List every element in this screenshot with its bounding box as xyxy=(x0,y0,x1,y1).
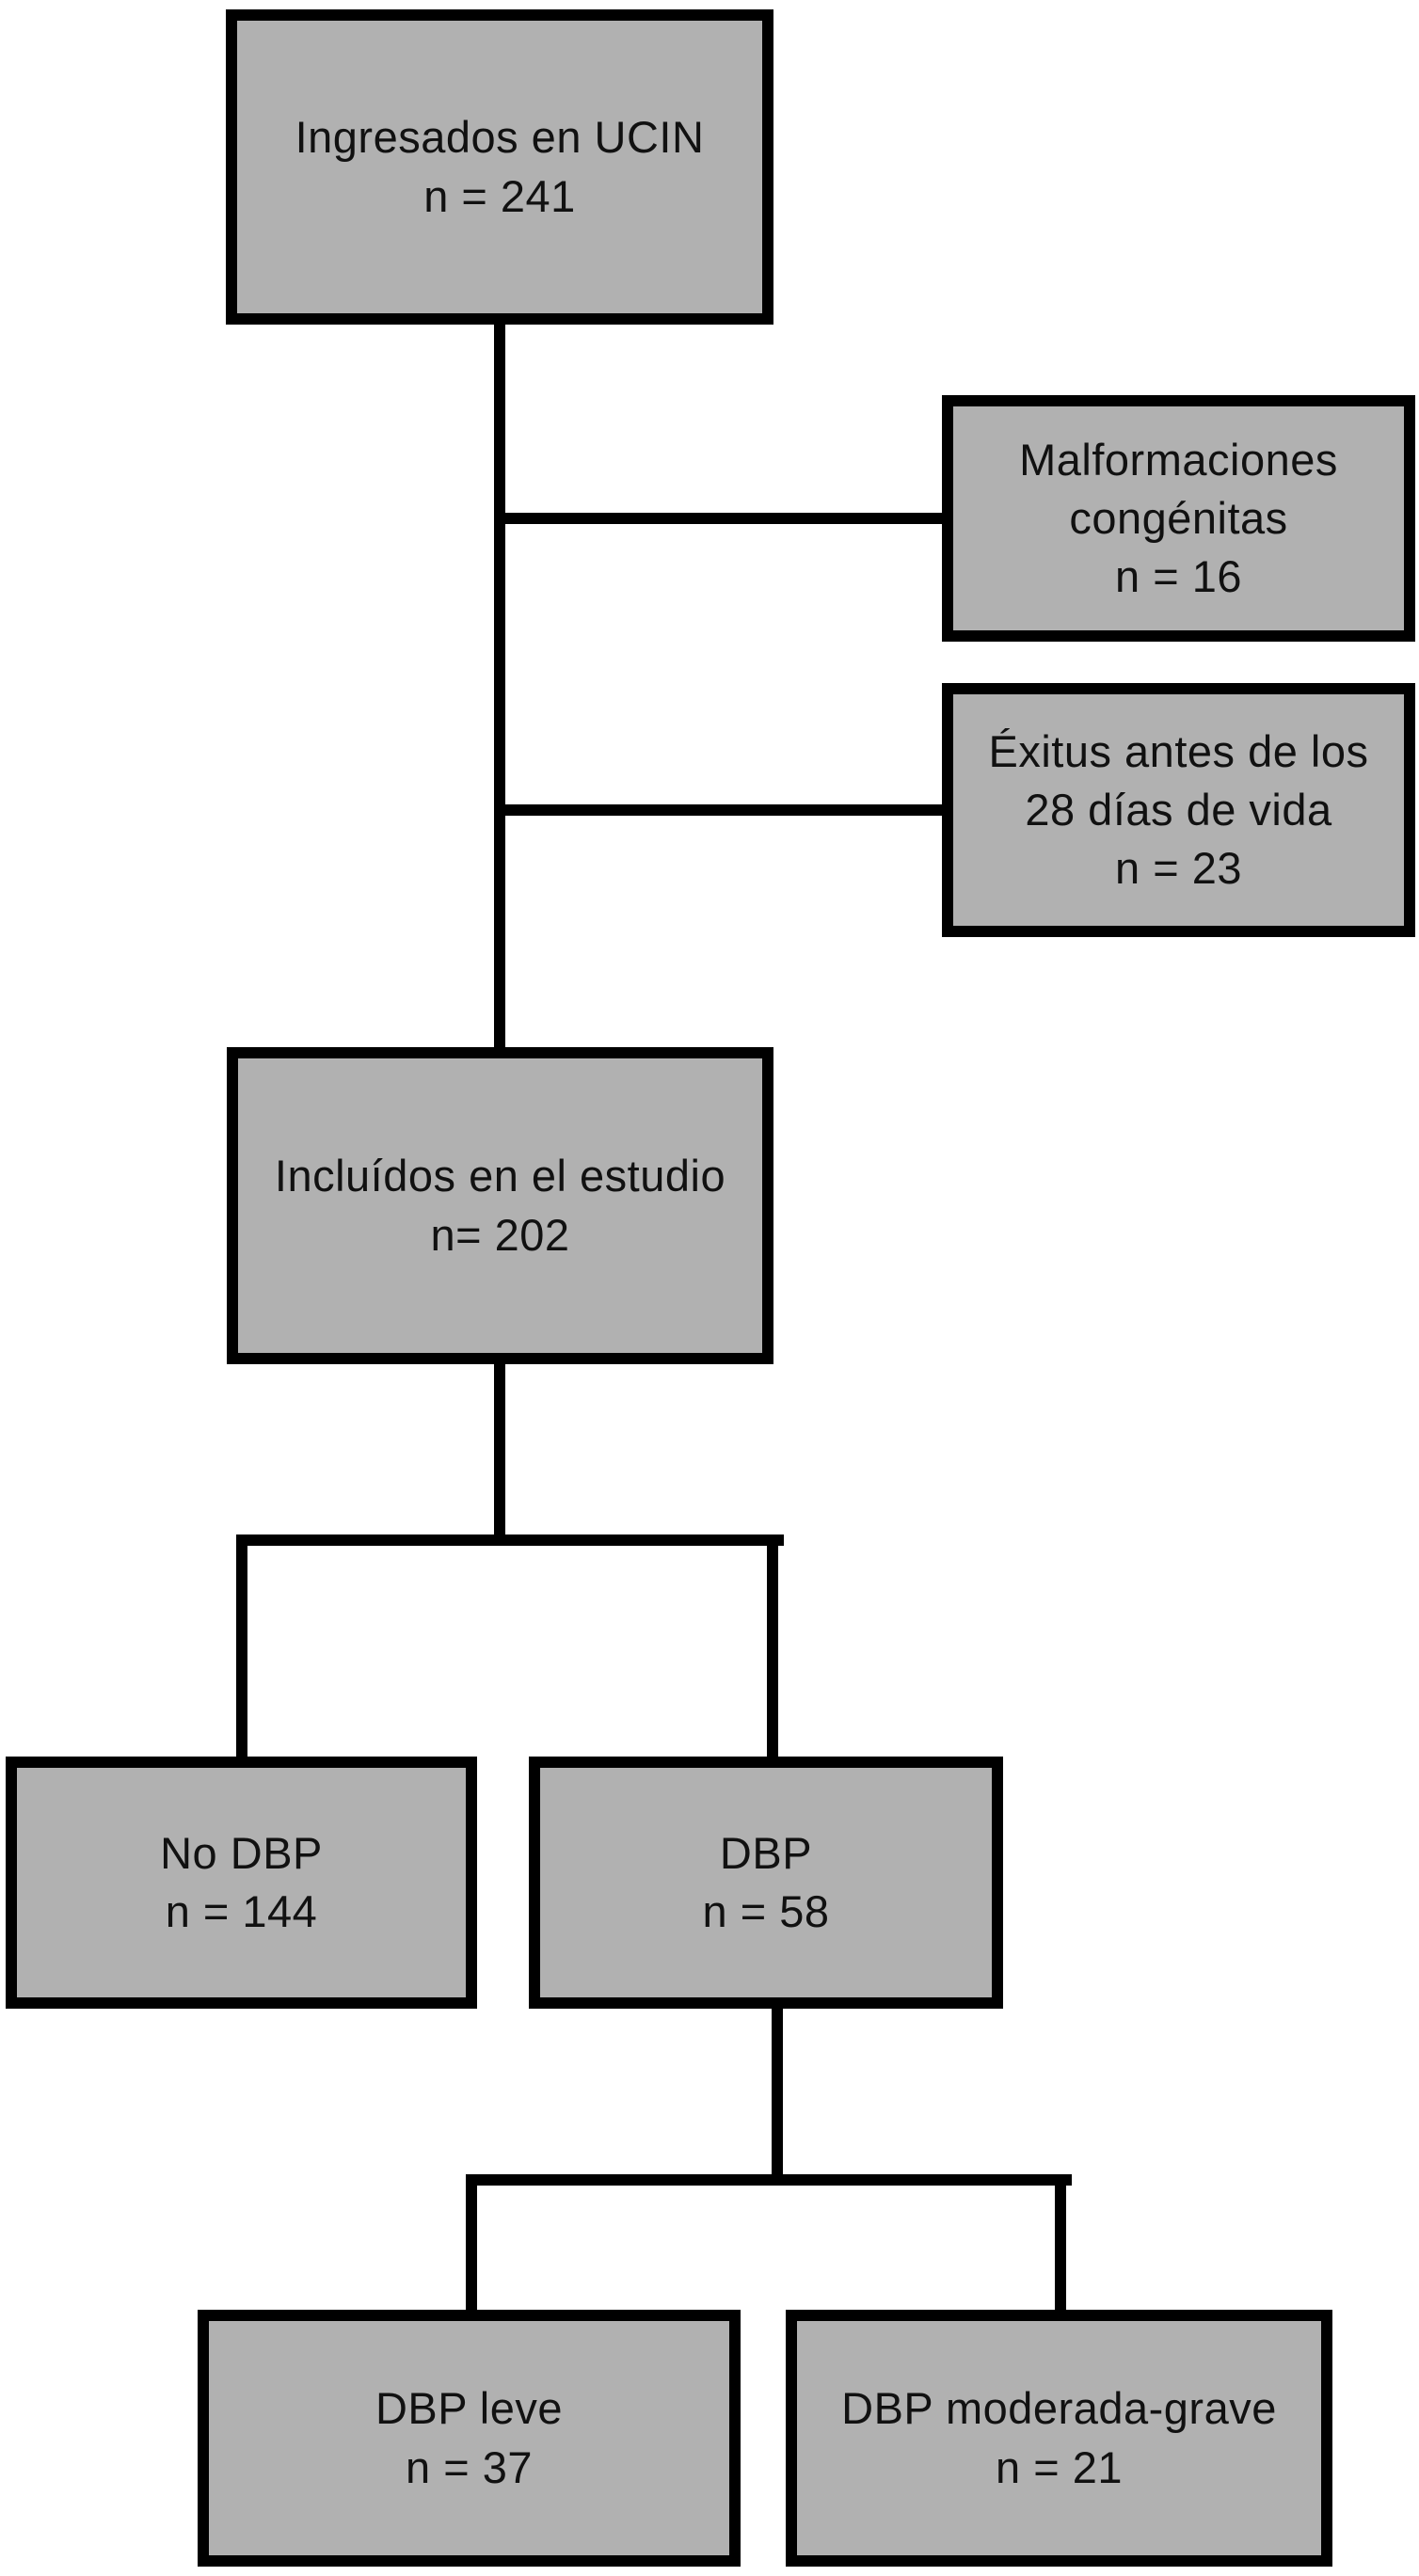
node-line: n = 23 xyxy=(1115,843,1242,894)
node-line: 28 días de vida xyxy=(1025,784,1332,835)
node-line: DBP leve xyxy=(375,2383,564,2434)
connector-admitted-included-vertical xyxy=(494,315,505,1054)
node-line: n = 37 xyxy=(406,2441,533,2492)
connector-admitted-malformations xyxy=(500,513,948,524)
connector-included-branch-horizontal xyxy=(236,1534,784,1546)
connector-branch-to-no-dbp xyxy=(236,1534,247,1762)
node-line: n = 144 xyxy=(165,1886,318,1936)
node-line: DBP xyxy=(719,1827,813,1878)
connector-admitted-deaths xyxy=(500,804,948,816)
node-line: n = 241 xyxy=(423,170,576,221)
node-dbp-leve: DBP leve n = 37 xyxy=(198,2310,741,2567)
node-line: Incluídos en el estudio xyxy=(274,1151,726,1201)
connector-included-branch-vertical xyxy=(494,1360,505,1543)
connector-branch-to-dbp xyxy=(767,1534,778,1762)
node-ingresados-ucin: Ingresados en UCIN n = 241 xyxy=(226,9,773,325)
node-line: congénitas xyxy=(1069,492,1288,543)
node-malformaciones-congenitas: Malformaciones congénitas n = 16 xyxy=(942,395,1415,642)
node-exitus-antes-28-dias: Éxitus antes de los 28 días de vida n = … xyxy=(942,683,1415,937)
node-line: n = 58 xyxy=(702,1886,830,1936)
node-no-dbp: No DBP n = 144 xyxy=(6,1757,477,2009)
connector-branch-to-dbp-moderate-severe xyxy=(1055,2174,1066,2315)
node-dbp: DBP n = 58 xyxy=(529,1757,1003,2009)
node-line: n= 202 xyxy=(430,1209,570,1260)
connector-dbp-branch-vertical xyxy=(772,2004,783,2186)
node-line: n = 21 xyxy=(996,2441,1123,2492)
node-line: No DBP xyxy=(160,1827,323,1878)
connector-dbp-branch-horizontal xyxy=(466,2174,1072,2186)
node-line: DBP moderada-grave xyxy=(841,2383,1277,2434)
node-line: Malformaciones xyxy=(1019,434,1338,485)
node-incluidos-estudio: Incluídos en el estudio n= 202 xyxy=(227,1047,773,1364)
node-line: n = 16 xyxy=(1115,551,1242,602)
node-dbp-moderada-grave: DBP moderada-grave n = 21 xyxy=(786,2310,1332,2567)
connector-branch-to-dbp-mild xyxy=(466,2174,477,2315)
node-line: Ingresados en UCIN xyxy=(295,112,705,163)
node-line: Éxitus antes de los xyxy=(988,725,1369,776)
